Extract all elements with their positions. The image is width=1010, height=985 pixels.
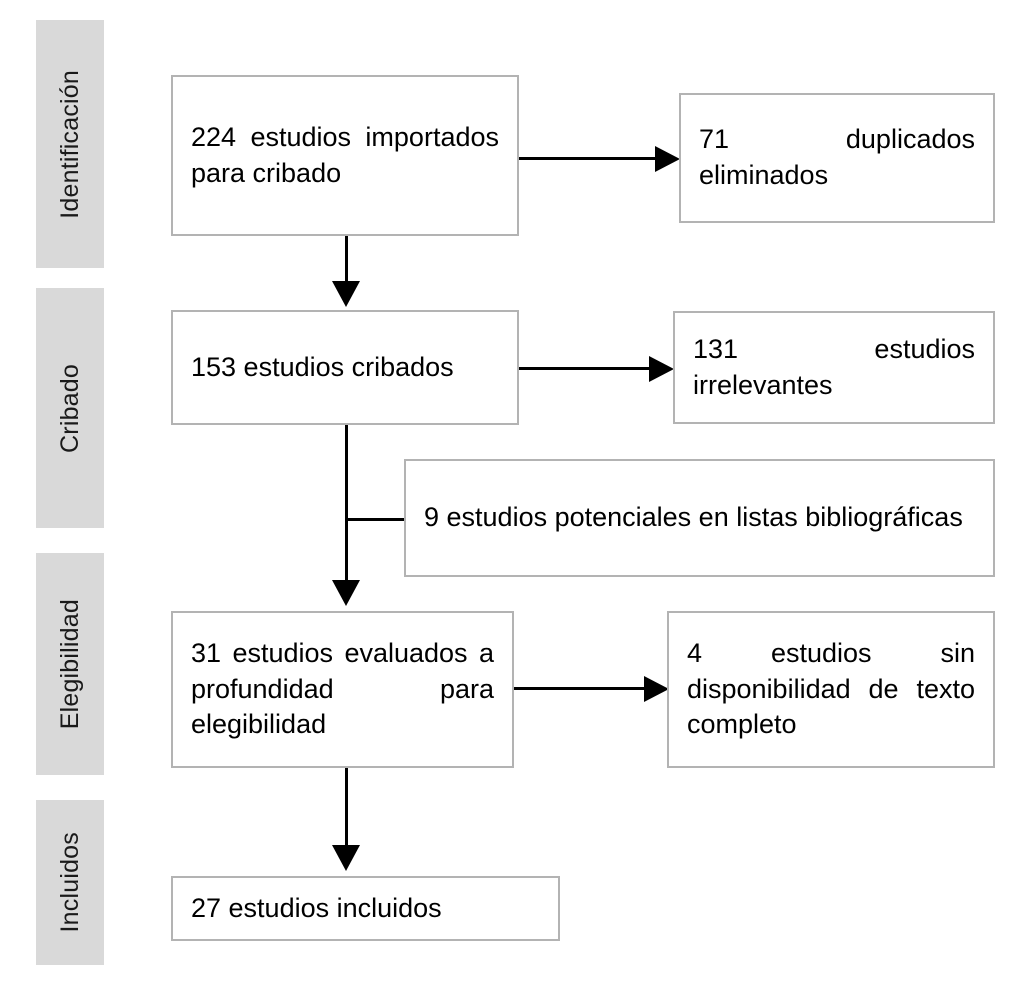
- connector-potential-to-spine-line: [345, 518, 405, 521]
- box-assessed-full-text[interactable]: 31 estudios evaluados a profundidad para…: [171, 611, 514, 768]
- connector-imported-to-duplicates-arrow: [655, 146, 680, 172]
- box-screened-text: 153 estudios cribados: [191, 351, 454, 382]
- stage-label-incluidos: Incluidos: [55, 832, 84, 933]
- box-irrelevant-text: 131 estudios irrelevantes: [693, 333, 975, 400]
- connector-imported-to-duplicates-line: [519, 157, 659, 160]
- connector-screened-to-assessed-arrow: [332, 580, 360, 606]
- connector-assessed-to-included-arrow: [332, 845, 360, 871]
- stage-label-cribado: Cribado: [55, 363, 84, 453]
- stage-incluidos: Incluidos: [36, 800, 104, 965]
- box-duplicates-removed-text: 71 duplicados eliminados: [699, 124, 975, 190]
- box-potential-reference-lists-text: 9 estudios potenciales en listas bibliog…: [424, 502, 963, 533]
- stage-elegibilidad: Elegibilidad: [36, 553, 104, 775]
- connector-screened-to-irrelevant-line: [519, 367, 653, 370]
- box-potential-reference-lists[interactable]: 9 estudios potenciales en listas bibliog…: [404, 459, 995, 577]
- box-no-full-text-text: 4 estudios sin disponibilidad de texto c…: [687, 638, 975, 740]
- connector-assessed-to-included-line: [345, 768, 348, 848]
- box-duplicates-removed[interactable]: 71 duplicados eliminados: [679, 93, 995, 223]
- box-no-full-text[interactable]: 4 estudios sin disponibilidad de texto c…: [667, 611, 995, 768]
- box-included[interactable]: 27 estudios incluidos: [171, 876, 560, 941]
- box-included-text: 27 estudios incluidos: [191, 892, 442, 923]
- box-imported-text: 224 estudios importados para cribado: [191, 121, 499, 188]
- connector-assessed-to-nofulltext-arrow: [644, 676, 669, 702]
- stage-label-identificacion: Identificación: [55, 69, 84, 219]
- box-screened[interactable]: 153 estudios cribados: [171, 310, 519, 425]
- stage-cribado: Cribado: [36, 288, 104, 528]
- connector-imported-to-screened-arrow: [332, 281, 360, 307]
- stage-identificacion: Identificación: [36, 20, 104, 268]
- connector-screened-to-irrelevant-arrow: [649, 356, 674, 382]
- connector-imported-to-screened-line: [345, 236, 348, 286]
- connector-assessed-to-nofulltext-line: [514, 687, 648, 690]
- box-irrelevant[interactable]: 131 estudios irrelevantes: [673, 311, 995, 424]
- box-assessed-full-text-text: 31 estudios evaluados a profundidad para…: [191, 638, 494, 740]
- box-imported[interactable]: 224 estudios importados para cribado: [171, 75, 519, 236]
- stage-label-elegibilidad: Elegibilidad: [55, 598, 84, 730]
- connector-screened-to-assessed-line: [345, 425, 348, 585]
